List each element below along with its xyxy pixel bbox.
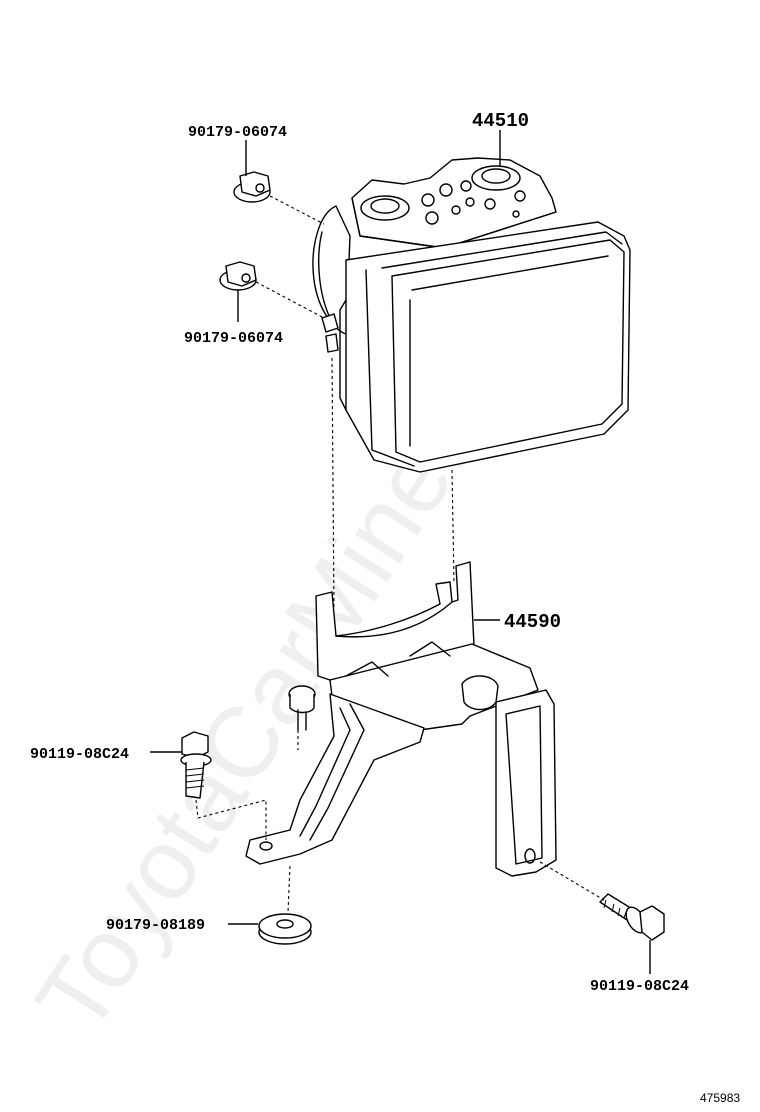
grommet-nut-icon[interactable] [258, 913, 312, 945]
part-number-nut-lower[interactable]: 90179-06074 [184, 330, 283, 347]
diagram-reference-number: 475983 [700, 1091, 740, 1105]
part-number-bracket[interactable]: 44590 [504, 611, 561, 633]
part-number-bolt-left[interactable]: 90119-08C24 [30, 746, 129, 763]
flange-bolt-icon[interactable] [180, 731, 212, 799]
leader-lines [150, 130, 651, 974]
abs-actuator-icon[interactable] [312, 157, 631, 473]
assembly-lines [195, 195, 605, 913]
actuator-bracket-icon[interactable] [245, 561, 557, 877]
part-number-bolt-right[interactable]: 90119-08C24 [590, 978, 689, 995]
part-number-grommet-nut[interactable]: 90179-08189 [106, 917, 205, 934]
part-number-nut-upper[interactable]: 90179-06074 [188, 124, 287, 141]
flange-bolt-icon[interactable] [599, 893, 665, 941]
flange-nut-icon[interactable] [233, 171, 271, 203]
part-number-actuator[interactable]: 44510 [472, 110, 529, 132]
flange-nut-icon[interactable] [219, 261, 257, 291]
